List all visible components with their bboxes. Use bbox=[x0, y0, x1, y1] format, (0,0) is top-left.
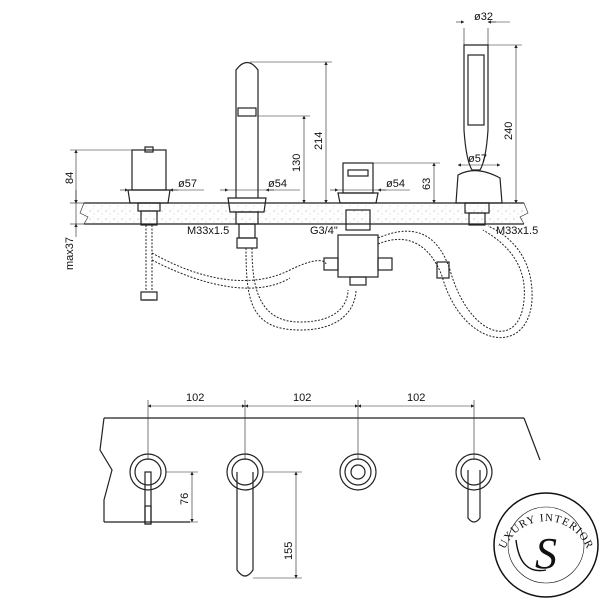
diverter-valve-side bbox=[323, 162, 393, 286]
logo-monogram: S bbox=[535, 529, 557, 578]
spacing-1: 102 bbox=[186, 392, 204, 404]
spout-top bbox=[226, 453, 264, 577]
spout-side bbox=[227, 61, 267, 249]
hoses bbox=[151, 225, 533, 338]
dim-d54-spout: ø54 bbox=[268, 178, 287, 190]
svg-text:76: 76 bbox=[179, 493, 191, 505]
thread-spout: M33x1.5 bbox=[187, 225, 229, 237]
thread-valve: G3/4" bbox=[310, 225, 338, 237]
thread-hand: M33x1.5 bbox=[496, 225, 538, 237]
top-view: 102 102 102 bbox=[99, 392, 541, 579]
dim-max37: max37 bbox=[64, 237, 76, 270]
lever-mixer-top bbox=[129, 453, 167, 525]
countertop bbox=[79, 202, 529, 225]
hand-shower-side bbox=[455, 44, 503, 226]
diverter-top bbox=[339, 453, 377, 491]
spacing-2: 102 bbox=[293, 392, 311, 404]
dim-h240: 240 bbox=[503, 122, 515, 140]
svg-text:155: 155 bbox=[283, 542, 295, 560]
dim-d54-valve: ø54 bbox=[386, 178, 405, 190]
spacing-3: 102 bbox=[407, 392, 425, 404]
dim-d57-left: ø57 bbox=[178, 178, 197, 190]
dim-d32: ø32 bbox=[474, 11, 493, 23]
dim-h130: 130 bbox=[291, 154, 303, 172]
spacing-dimensions: 102 102 102 bbox=[147, 392, 475, 460]
dim-d57-hand: ø57 bbox=[468, 153, 487, 165]
slab-right-break bbox=[523, 417, 541, 461]
dim-h63: 63 bbox=[421, 178, 433, 190]
side-view: ø32 240 ø57 84 max37 ø57 bbox=[64, 11, 538, 338]
dim-76: 76 bbox=[151, 471, 198, 523]
dim-h84: 84 bbox=[64, 172, 76, 184]
side-dimensions: ø32 240 ø57 84 max37 ø57 bbox=[64, 11, 538, 270]
dim-155: 155 bbox=[253, 471, 302, 579]
dim-h214: 214 bbox=[313, 132, 325, 150]
slab-left-break bbox=[99, 417, 113, 522]
hand-shower-top bbox=[455, 453, 493, 523]
